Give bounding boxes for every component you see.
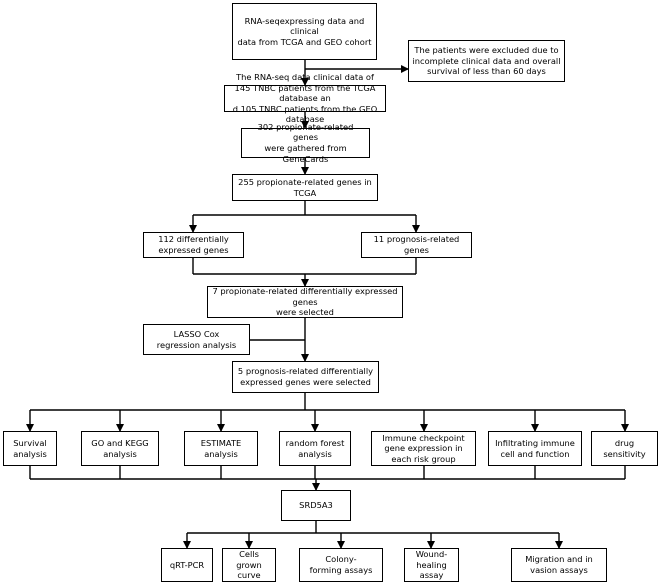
box-random-forest: random forest analysis [279, 431, 351, 466]
box-data-source: RNA-seqexpressing data and clinical data… [232, 3, 377, 60]
box-qrt-pcr: qRT-PCR [161, 548, 213, 582]
box-selected-7-genes: 7 propionate-related differentially expr… [207, 286, 403, 318]
box-prognosis-related: 11 prognosis-related genes [361, 232, 472, 258]
box-immune-checkpoint: Immune checkpoint gene expression in eac… [371, 431, 476, 466]
box-differentially-expressed: 112 differentially expressed genes [143, 232, 244, 258]
box-lasso-cox: LASSO Cox regression analysis [143, 324, 250, 355]
box-tcga-genes: 255 propionate-related genes in TCGA [232, 174, 378, 201]
box-srd5a3: SRD5A3 [281, 490, 351, 521]
box-migration-invasion: Migration and in vasion assays [511, 548, 607, 582]
box-selected-5-genes: 5 prognosis-related differentially expre… [232, 361, 379, 393]
box-survival-analysis: Survival analysis [3, 431, 57, 466]
box-patients: The RNA-seq data clinical data of 145 TN… [224, 72, 386, 124]
box-infiltrating-immune: Infiltrating immune cell and function [488, 431, 582, 466]
box-go-kegg-analysis: GO and KEGG analysis [81, 431, 159, 466]
box-cells-growth-curve: Cells grown curve [222, 548, 276, 582]
box-wound-healing: Wound- healing assay [404, 548, 459, 582]
box-excluded: The patients were excluded due to incomp… [408, 40, 565, 82]
box-genecards: 302 propionate-related genes were gather… [241, 122, 370, 164]
box-colony-forming: Colony- forming assays [299, 548, 383, 582]
box-drug-sensitivity: drug sensitivity [591, 431, 658, 466]
box-estimate-analysis: ESTIMATE analysis [184, 431, 258, 466]
